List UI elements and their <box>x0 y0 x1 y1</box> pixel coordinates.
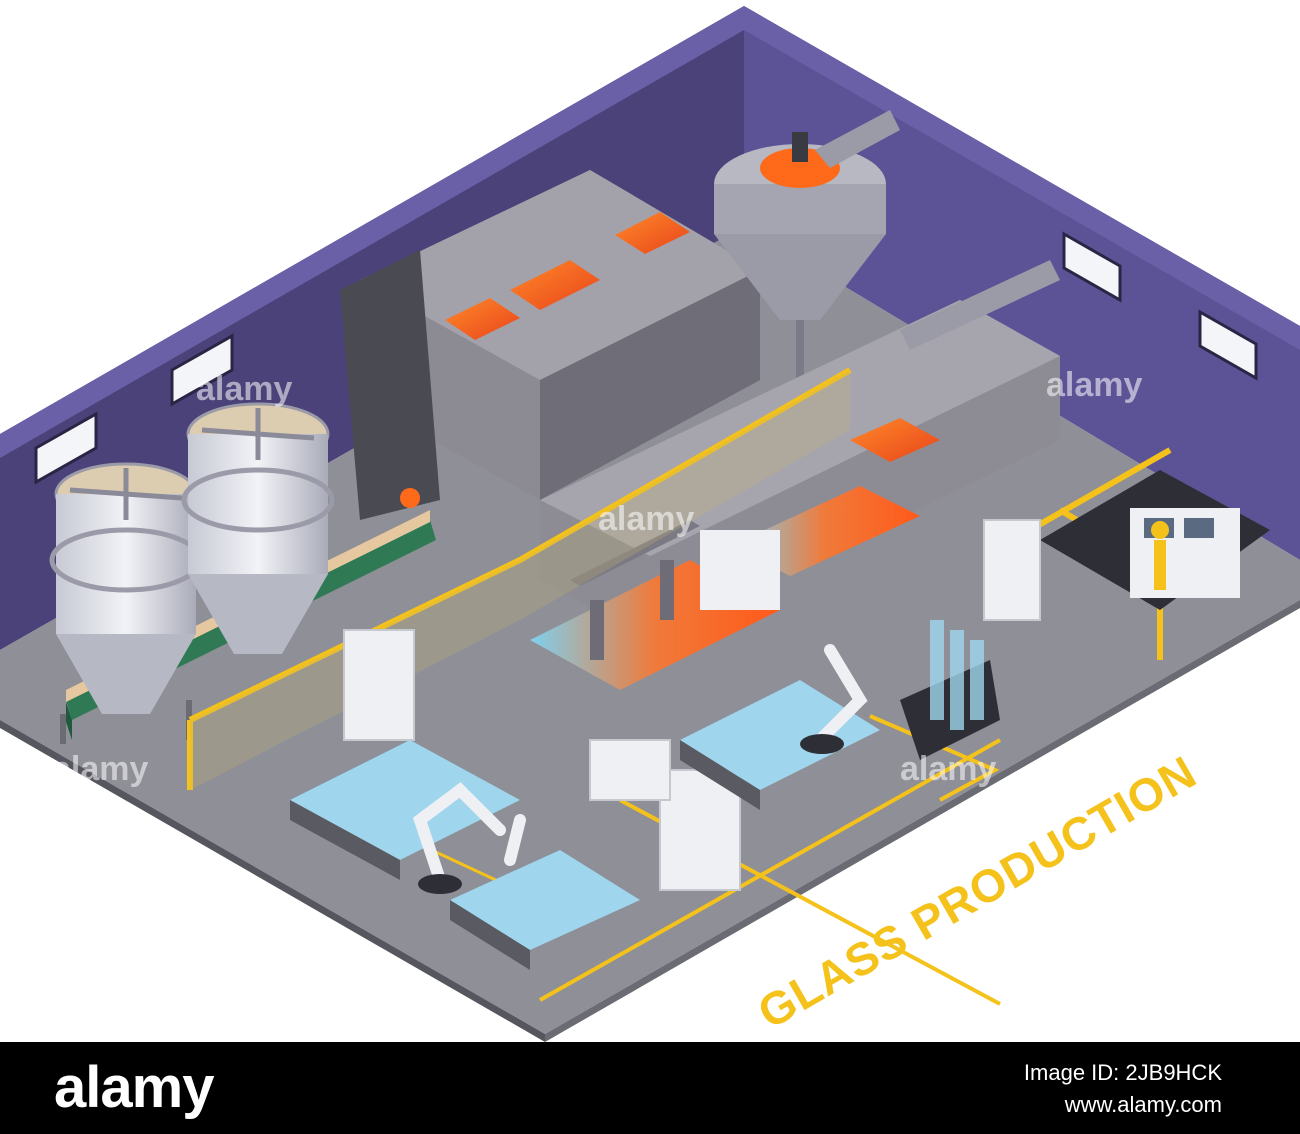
silo-right <box>181 402 335 654</box>
watermark-text: alamy <box>52 750 148 788</box>
alamy-logo: alamy <box>54 1055 214 1120</box>
site-url: www.alamy.com <box>1064 1092 1222 1117</box>
stock-footer-bar: alamy Image ID: 2JB9HCK www.alamy.com <box>0 1042 1300 1134</box>
robot-bases <box>418 734 844 894</box>
glass-rack-cart <box>900 620 1000 760</box>
image-id-label: Image ID: 2JB9HCK <box>1023 1060 1222 1085</box>
watermark-text: alamy <box>1046 366 1142 404</box>
cutting-portal <box>570 520 780 660</box>
robot-arms <box>412 644 868 886</box>
batch-hopper <box>714 110 900 400</box>
control-room <box>1040 470 1270 610</box>
watermark-overlays: alamy alamy alamy alamy alamy <box>52 366 1142 788</box>
melting-furnace <box>340 170 760 520</box>
factory-illustration: alamy alamy alamy alamy alamy GLASS PROD… <box>0 6 1300 1042</box>
silo-left <box>49 462 203 744</box>
processing-tables <box>290 680 880 970</box>
watermark-text: alamy <box>196 370 292 408</box>
electrical-cabinets <box>343 519 1041 891</box>
wall-windows <box>34 231 1258 485</box>
watermark-text: alamy <box>598 500 694 538</box>
watermark-text: alamy <box>900 750 996 788</box>
